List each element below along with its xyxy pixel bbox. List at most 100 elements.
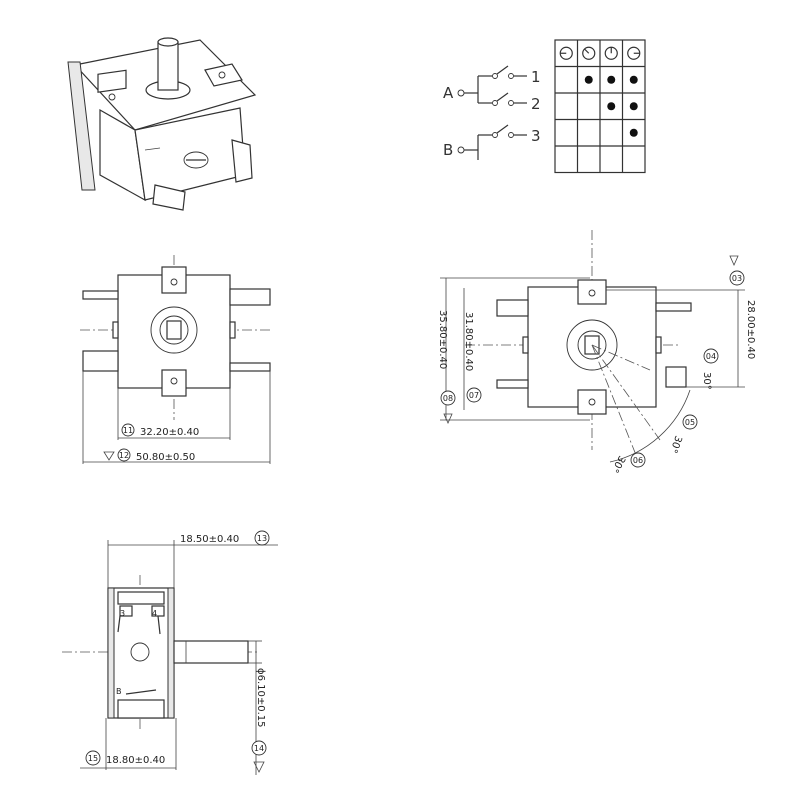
- front-terminal-bottom-left: [82, 350, 119, 372]
- side-terminal-label-4: 4: [152, 609, 157, 618]
- iso-terminal-right: [231, 139, 253, 183]
- dim-shaft-value: ϕ6.10±0.15: [255, 668, 266, 728]
- dim-18-5-value: 18.50±0.40: [180, 534, 239, 545]
- callout-13-circle: [254, 530, 270, 546]
- callout-13: 13: [257, 534, 267, 543]
- callout-03-circle: [729, 270, 745, 286]
- position-3-icon: [604, 46, 618, 60]
- switch-contact-1: [492, 65, 527, 79]
- callout-08: 08: [443, 394, 453, 403]
- iso-left-lug-hole: [108, 93, 116, 101]
- right-terminal-top-left: [496, 299, 529, 317]
- position-2-icon-pointer: [584, 48, 590, 54]
- side-contact-left: [117, 615, 121, 633]
- iso-right-lug-hole: [218, 71, 226, 79]
- table-dot: [584, 75, 593, 84]
- callout-03: 03: [732, 274, 742, 283]
- side-contact-bottom: [125, 689, 157, 695]
- right-right-tab: [655, 336, 662, 354]
- side-top-cap: [117, 591, 165, 605]
- side-view: 3 4 B 18.50±0.40 13 15 18.80±0.40 ϕ6.10±…: [62, 520, 292, 790]
- position-2-icon: [582, 46, 596, 60]
- callout-14: 14: [254, 744, 264, 753]
- angle-04-value: 30°: [701, 372, 712, 390]
- dim-28-value: 28.00±0.40: [745, 300, 756, 359]
- callout-04-circle: [703, 348, 719, 364]
- angle-ray-3: [591, 344, 641, 466]
- callout-03-triangle: [729, 255, 739, 266]
- dim-35-value: 35.80±0.40: [437, 310, 448, 369]
- position-1-icon: [559, 46, 573, 60]
- table-dot: [629, 75, 638, 84]
- side-terminal-label-3: 3: [120, 609, 125, 618]
- terminal-3-label: 3: [531, 127, 541, 145]
- side-terminal-label-b: B: [116, 687, 122, 696]
- switch-contact-2: [492, 92, 527, 106]
- front-view: 11 32.20±0.40 12 50.80±0.50: [80, 255, 290, 480]
- angle-ray-2: [591, 344, 661, 441]
- callout-07-circle: [466, 387, 482, 403]
- side-shaft: [173, 640, 249, 664]
- callout-08-triangle: [443, 413, 453, 424]
- right-terminal-bottom-left: [496, 379, 529, 389]
- input-b-node: [457, 146, 465, 154]
- iso-left-lug: [97, 69, 127, 93]
- callout-05: 05: [685, 418, 695, 427]
- position-table: [554, 39, 646, 174]
- table-dot: [607, 75, 616, 84]
- callout-06-circle: [630, 452, 646, 468]
- dim-18-8-value: 18.80±0.40: [106, 755, 165, 766]
- front-right-tab: [229, 321, 236, 339]
- front-terminal-top-right: [229, 288, 271, 306]
- terminal-2-label: 2: [531, 95, 541, 113]
- side-contact-right: [157, 615, 161, 635]
- right-bottom-lug-hole: [588, 398, 596, 406]
- table-dot: [629, 102, 638, 111]
- callout-07: 07: [469, 391, 479, 400]
- isometric-switch-view: [45, 20, 345, 235]
- dimensioned-view: 28.00±0.40 03 35.80±0.40 31.80±0.40 08 0…: [420, 230, 760, 485]
- side-bottom-base: [117, 699, 165, 719]
- dim-50-value: 50.80±0.50: [136, 452, 195, 463]
- iso-mark: [144, 147, 161, 151]
- callout-12-circle: [117, 448, 131, 462]
- input-b-label: B: [443, 141, 453, 159]
- front-terminal-bottom-right: [229, 362, 271, 372]
- dim-31-value: 31.80±0.40: [463, 312, 474, 371]
- input-a-node: [457, 89, 465, 97]
- side-left-rail: [107, 587, 115, 719]
- callout-05-circle: [682, 414, 698, 430]
- terminal-1-label: 1: [531, 68, 541, 86]
- front-shaft-flat: [166, 320, 182, 340]
- callout-11-circle: [121, 423, 135, 437]
- switch-schematic: A B 1 2 3: [388, 20, 733, 225]
- callout-06: 06: [633, 456, 643, 465]
- iso-left-bracket: [67, 61, 96, 191]
- front-terminal-top-left: [82, 290, 119, 300]
- right-top-lug-hole: [588, 289, 596, 297]
- iso-shaft-top: [157, 37, 179, 47]
- angle-arc: [609, 389, 691, 463]
- front-top-lug-hole: [170, 278, 178, 286]
- side-right-rail: [167, 587, 175, 719]
- iso-shaft: [157, 41, 179, 91]
- dim-50-triangle: [103, 451, 115, 461]
- right-left-tab: [522, 336, 529, 354]
- switch-contact-3: [492, 124, 527, 138]
- table-dot: [607, 102, 616, 111]
- table-dot: [629, 128, 638, 137]
- right-terminal-top-right: [655, 302, 692, 312]
- input-a-label: A: [443, 84, 454, 102]
- dim-32-value: 32.20±0.40: [140, 427, 199, 438]
- side-center-hole: [130, 642, 150, 662]
- front-left-tab: [112, 321, 119, 339]
- callout-11: 11: [123, 426, 133, 435]
- front-bottom-lug-hole: [170, 377, 178, 385]
- callout-04: 04: [706, 352, 716, 361]
- callout-08-circle: [440, 390, 456, 406]
- callout-14-triangle: [253, 761, 265, 773]
- callout-12: 12: [119, 451, 129, 460]
- callout-14-circle: [251, 740, 267, 756]
- iso-terminal-front: [152, 184, 186, 211]
